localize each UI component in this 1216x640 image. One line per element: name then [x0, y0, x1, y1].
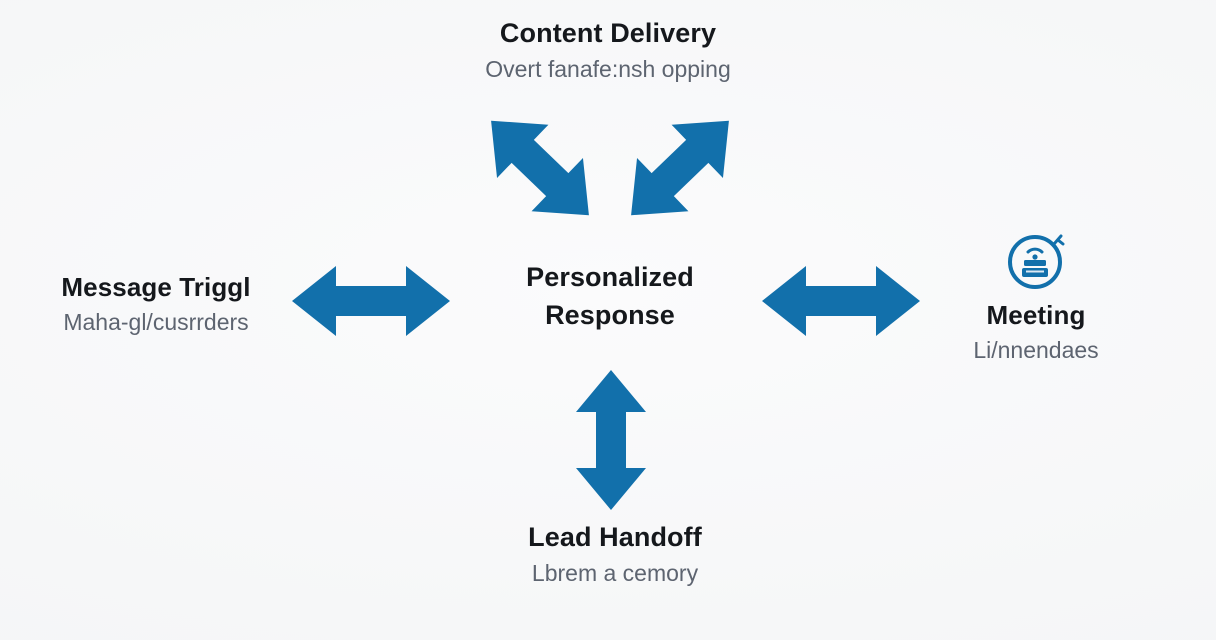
node-message-triggl-subtitle: Maha-gl/cusrrders — [63, 308, 249, 335]
node-message-triggl[interactable]: Message Triggl Maha-gl/cusrrders — [0, 272, 312, 336]
node-content-delivery-title: Content Delivery — [499, 18, 717, 48]
node-personalized-response-title-line1: Personalized — [526, 262, 694, 292]
calendar-signal-circle-icon — [1008, 234, 1065, 289]
connector-message-triggl-to-personalized-response — [292, 266, 450, 336]
node-message-triggl-title: Message Triggl — [61, 272, 251, 302]
node-meeting-subtitle: Li/nnendaes — [973, 336, 1099, 363]
connector-personalized-response-to-meeting — [762, 266, 920, 336]
node-personalized-response[interactable]: Personalized Response — [455, 258, 765, 335]
connector-personalized-response-to-lead-handoff — [576, 370, 646, 510]
node-lead-handoff-subtitle: Lbrem a cemory — [531, 559, 699, 586]
connector-personalized-response-to-content-delivery-right — [631, 120, 729, 216]
node-lead-handoff[interactable]: Lead Handoff Lbrem a cemory — [440, 522, 790, 587]
node-content-delivery-subtitle: Overt fanafe:nsh opping — [485, 55, 731, 82]
node-content-delivery[interactable]: Content Delivery Overt fanafe:nsh opping — [398, 18, 818, 83]
node-meeting-title: Meeting — [986, 300, 1086, 330]
connector-personalized-response-to-content-delivery-left — [491, 120, 589, 216]
node-lead-handoff-title: Lead Handoff — [528, 522, 702, 552]
node-meeting[interactable]: Meeting Li/nnendaes — [905, 228, 1167, 364]
node-personalized-response-title-line2: Response — [545, 300, 675, 331]
